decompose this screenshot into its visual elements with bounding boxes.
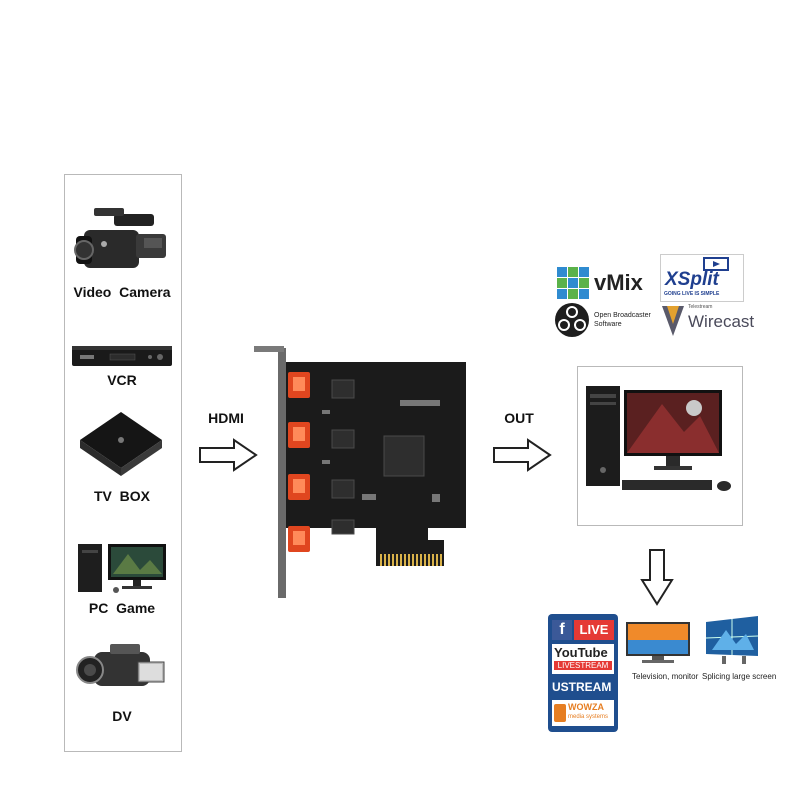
streaming-logos: f LIVE YouTube LIVESTREAM USTREAM WOWZA … <box>548 614 618 732</box>
vcr-icon <box>72 346 172 366</box>
xsplit-tagline: GOING LIVE IS SIMPLE <box>664 291 720 297</box>
source-label-vcr: VCR <box>107 372 137 388</box>
output-arrow-icon <box>493 438 552 472</box>
vmix-text: vMix <box>594 270 643 295</box>
wowza-icon <box>554 704 566 722</box>
tv-box-icon <box>80 412 162 476</box>
pcie-capture-card-icon <box>254 346 466 598</box>
video-wall-label: Splicing large screen <box>702 672 777 681</box>
wirecast-text: Wirecast <box>688 312 755 331</box>
vmix-grid-icon <box>557 267 589 299</box>
video-camera-icon <box>74 208 166 268</box>
wowza-sub-text: media systems <box>568 714 609 720</box>
desktop-pc-icon <box>586 386 731 491</box>
xsplit-logo: XSplit GOING LIVE IS SIMPLE <box>660 254 744 302</box>
wowza-text: WOWZA <box>568 702 604 712</box>
source-label-pc-game: PC Game <box>88 600 156 616</box>
youtube-logo: YouTube LIVESTREAM <box>552 644 614 674</box>
down-arrow-icon <box>640 549 674 606</box>
obs-text-line2: Software <box>594 321 622 328</box>
source-label-dv: DV <box>112 708 132 724</box>
wirecast-logo: Telestream Wirecast <box>660 304 754 340</box>
out-label: OUT <box>504 410 534 426</box>
television-icon <box>626 622 690 663</box>
obs-icon <box>555 303 589 337</box>
xsplit-screen-icon <box>703 257 729 271</box>
xsplit-text: XSplit <box>665 269 719 290</box>
pc-game-icon <box>78 544 166 593</box>
facebook-live-text: LIVE <box>574 620 614 640</box>
facebook-icon: f <box>552 620 572 640</box>
dv-camcorder-icon <box>76 644 165 686</box>
source-label-tv-box: TV BOX <box>93 488 150 504</box>
input-arrow-icon <box>199 438 258 472</box>
hdmi-label: HDMI <box>208 410 244 426</box>
youtube-text: YouTube <box>554 645 608 660</box>
television-label: Television, monitor <box>632 672 699 681</box>
video-wall-icon <box>705 616 759 664</box>
facebook-live-logo: f LIVE <box>552 620 614 640</box>
youtube-sub-text: LIVESTREAM <box>554 661 612 670</box>
wowza-logo: WOWZA media systems <box>552 700 614 726</box>
obs-logo: Open Broadcaster Software <box>554 302 664 340</box>
source-label-video-camera: Video Camera <box>73 284 171 300</box>
ustream-text: USTREAM <box>552 680 612 694</box>
wirecast-top-text: Telestream <box>688 304 713 310</box>
vmix-logo: vMix <box>556 266 656 302</box>
wirecast-icon <box>662 306 684 336</box>
obs-text-line1: Open Broadcaster <box>594 312 651 319</box>
